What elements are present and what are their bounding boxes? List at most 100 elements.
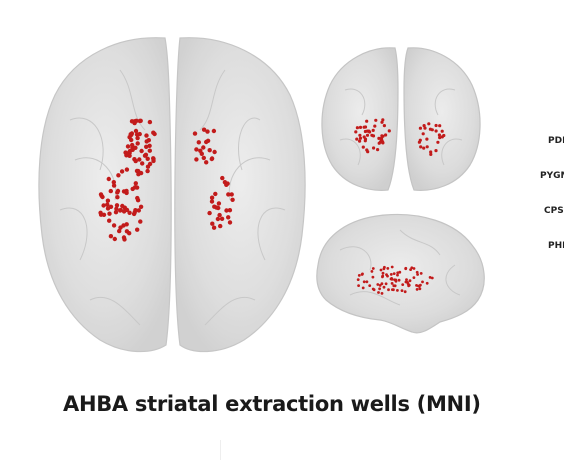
well-dot	[111, 223, 117, 228]
well-dot	[378, 284, 382, 287]
well-dot	[127, 148, 133, 154]
well-dot	[138, 219, 143, 224]
well-dot	[422, 124, 426, 128]
well-dot	[409, 268, 412, 271]
well-dot	[140, 161, 145, 166]
well-dot	[226, 215, 231, 220]
well-dot	[389, 273, 393, 276]
axial-wells	[98, 118, 235, 242]
well-dot	[133, 181, 138, 186]
well-dot	[415, 270, 419, 274]
well-dot	[355, 126, 359, 130]
well-dot	[425, 137, 429, 141]
well-dot	[421, 280, 424, 284]
well-dot	[125, 144, 131, 149]
well-dot	[430, 276, 434, 280]
well-dot	[381, 274, 385, 278]
well-dot	[135, 141, 140, 146]
well-dot	[137, 131, 142, 137]
well-dot	[117, 228, 122, 234]
axial-brain-view	[38, 37, 306, 353]
well-dot	[133, 145, 138, 150]
well-dot	[354, 130, 358, 134]
well-dot	[383, 265, 386, 269]
well-dot	[361, 145, 365, 149]
well-dot	[434, 123, 438, 128]
well-dot	[390, 265, 394, 269]
well-dot	[358, 125, 363, 129]
well-dot	[209, 156, 214, 162]
well-dot	[111, 183, 117, 188]
well-dot	[407, 283, 411, 287]
well-dot	[422, 146, 426, 150]
well-dot	[146, 138, 151, 143]
well-dot	[227, 220, 233, 225]
well-dot	[371, 287, 375, 291]
well-dot	[213, 191, 218, 197]
well-dot	[210, 221, 215, 226]
well-dot	[374, 118, 378, 122]
well-dot	[405, 278, 408, 282]
well-dot	[124, 167, 130, 172]
well-dot	[437, 133, 441, 137]
well-dot	[398, 270, 402, 274]
well-dot	[373, 124, 377, 128]
well-dot	[196, 140, 201, 145]
well-dot	[378, 287, 381, 291]
side-label-3: CPS	[544, 206, 564, 216]
well-dot	[371, 267, 375, 270]
well-dot	[127, 210, 132, 215]
well-dot	[419, 145, 423, 149]
well-dot	[361, 286, 365, 290]
well-dot	[211, 225, 217, 230]
well-dot	[362, 125, 366, 129]
well-dot	[434, 129, 438, 133]
well-dot	[204, 160, 209, 165]
well-dot	[201, 145, 206, 150]
well-dot	[390, 277, 394, 281]
well-dot	[105, 202, 110, 207]
well-dot	[429, 150, 433, 154]
well-dot	[358, 136, 363, 140]
well-dot	[129, 137, 134, 143]
well-dot	[204, 139, 209, 145]
well-dot	[400, 289, 404, 292]
well-dot	[430, 128, 434, 132]
well-dot	[145, 168, 150, 174]
well-dot	[132, 185, 138, 190]
well-dot	[379, 268, 383, 272]
well-dot	[404, 266, 408, 270]
well-dot	[387, 288, 390, 292]
well-dot	[396, 271, 400, 275]
well-dot	[386, 274, 389, 278]
well-dot	[207, 148, 212, 153]
well-dot	[417, 284, 421, 288]
well-dot	[384, 133, 388, 137]
well-dot	[129, 119, 135, 124]
well-dot	[105, 198, 111, 203]
coronal-brain-view	[321, 47, 481, 191]
well-dot	[220, 175, 225, 181]
well-dot	[227, 208, 233, 213]
well-dot	[394, 278, 398, 282]
well-dot	[380, 120, 384, 124]
well-dot	[412, 267, 416, 270]
well-dot	[133, 128, 139, 134]
well-dot	[209, 195, 215, 200]
well-dot	[381, 118, 385, 122]
well-dot	[127, 231, 132, 236]
well-dot	[404, 280, 408, 284]
well-dot	[116, 173, 121, 178]
well-dot	[121, 235, 127, 240]
well-dot	[138, 204, 144, 209]
well-dot	[438, 124, 442, 128]
well-dot	[423, 126, 427, 130]
well-dot	[442, 133, 446, 138]
well-dot	[415, 288, 419, 291]
well-dot	[219, 216, 225, 221]
well-dot	[371, 128, 375, 132]
well-dot	[147, 119, 153, 125]
well-dot	[392, 284, 396, 288]
well-dot	[377, 291, 380, 294]
